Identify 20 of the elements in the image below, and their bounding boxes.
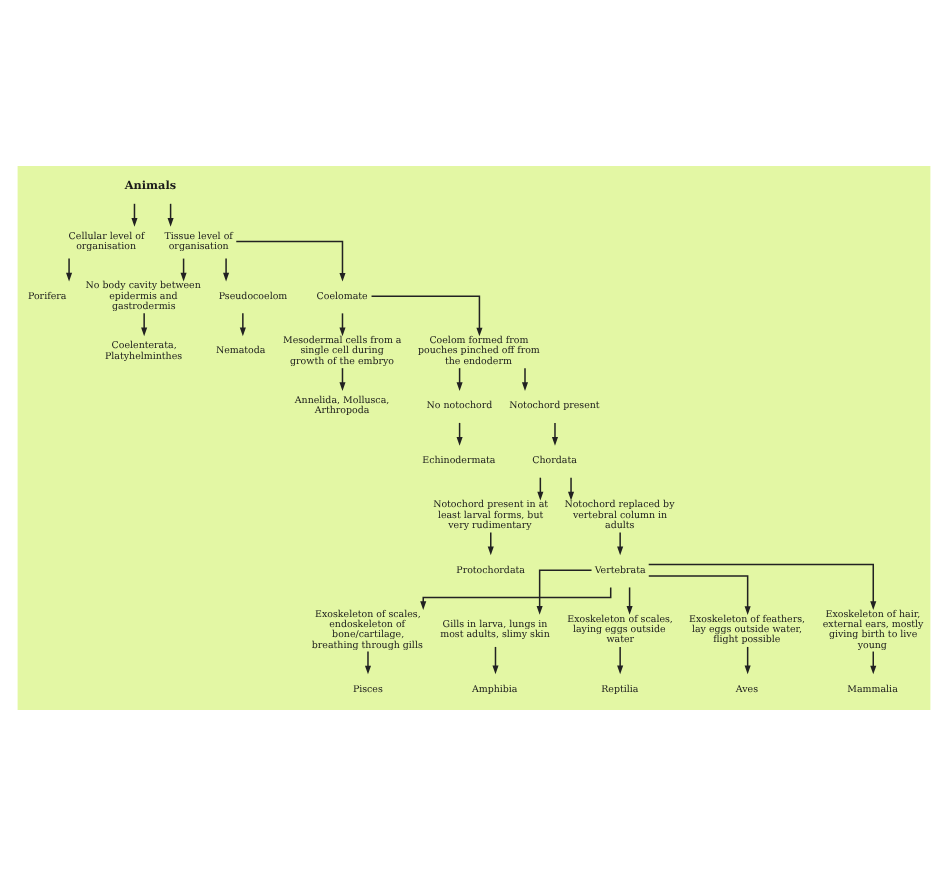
arrow [370, 294, 483, 336]
arrow [141, 311, 148, 336]
arrow [647, 562, 877, 609]
arrow [239, 311, 246, 336]
arrow [568, 475, 575, 500]
arrow [492, 645, 499, 674]
arrow [66, 256, 73, 281]
arrow [617, 645, 624, 674]
arrow [551, 421, 559, 445]
arrow [536, 568, 593, 614]
arrow [744, 645, 751, 674]
arrow [626, 585, 633, 614]
arrow [521, 366, 529, 390]
arrow [235, 239, 346, 281]
arrow [420, 585, 612, 610]
arrow [487, 530, 494, 555]
arrow [364, 649, 372, 674]
arrow [223, 256, 230, 281]
arrow [617, 530, 624, 555]
arrow [648, 574, 751, 614]
